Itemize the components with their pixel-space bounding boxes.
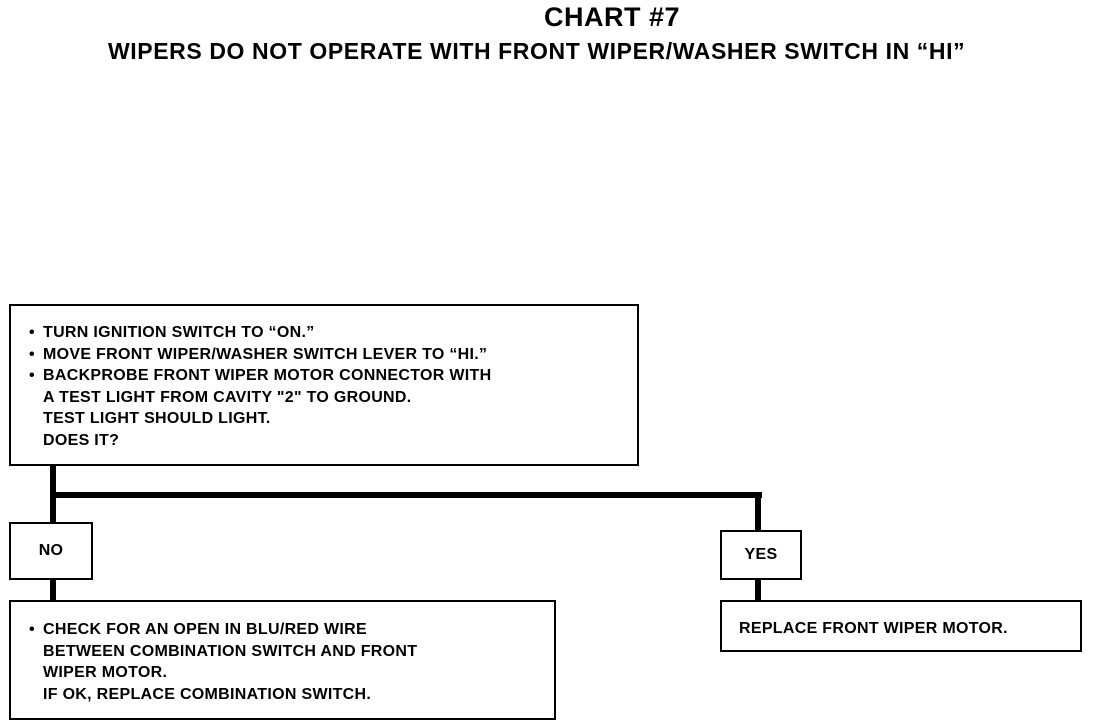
yes-branch-label: YES <box>720 530 802 580</box>
no-action-continuation: BETWEEN COMBINATION SWITCH AND FRONT <box>43 642 418 660</box>
connector-yes-to-action <box>755 578 761 602</box>
step-continuation: A TEST LIGHT FROM CAVITY "2" TO GROUND. <box>43 388 412 406</box>
connector-no-to-action <box>50 578 56 602</box>
no-action-list: CHECK FOR AN OPEN IN BLU/RED WIRE <box>27 619 544 641</box>
no-branch-label: NO <box>9 522 93 580</box>
step-continuation: TEST LIGHT SHOULD LIGHT. <box>43 410 271 427</box>
yes-label-text: YES <box>744 546 778 564</box>
chart-subtitle: WIPERS DO NOT OPERATE WITH FRONT WIPER/W… <box>108 38 966 64</box>
yes-action-box: REPLACE FRONT WIPER MOTOR. <box>720 600 1082 652</box>
yes-action-text: REPLACE FRONT WIPER MOTOR. <box>739 620 1008 637</box>
step-item: TURN IGNITION SWITCH TO “ON.” <box>27 322 627 344</box>
connector-horizontal <box>50 492 762 498</box>
no-action-step: CHECK FOR AN OPEN IN BLU/RED WIRE <box>27 619 544 641</box>
no-action-box: CHECK FOR AN OPEN IN BLU/RED WIRE BETWEE… <box>9 600 556 720</box>
step-item: BACKPROBE FRONT WIPER MOTOR CONNECTOR WI… <box>27 365 627 387</box>
connector-yes-down <box>755 492 761 532</box>
chart-title: CHART #7 <box>543 2 681 32</box>
no-action-continuation: IF OK, REPLACE COMBINATION SWITCH. <box>43 685 372 703</box>
start-step-box: TURN IGNITION SWITCH TO “ON.” MOVE FRONT… <box>9 304 639 466</box>
start-step-list: TURN IGNITION SWITCH TO “ON.” MOVE FRONT… <box>27 322 627 387</box>
step-item: MOVE FRONT WIPER/WASHER SWITCH LEVER TO … <box>27 344 627 366</box>
no-label-text: NO <box>38 542 64 560</box>
step-question: DOES IT? <box>43 431 120 449</box>
no-action-continuation: WIPER MOTOR. <box>43 664 168 681</box>
